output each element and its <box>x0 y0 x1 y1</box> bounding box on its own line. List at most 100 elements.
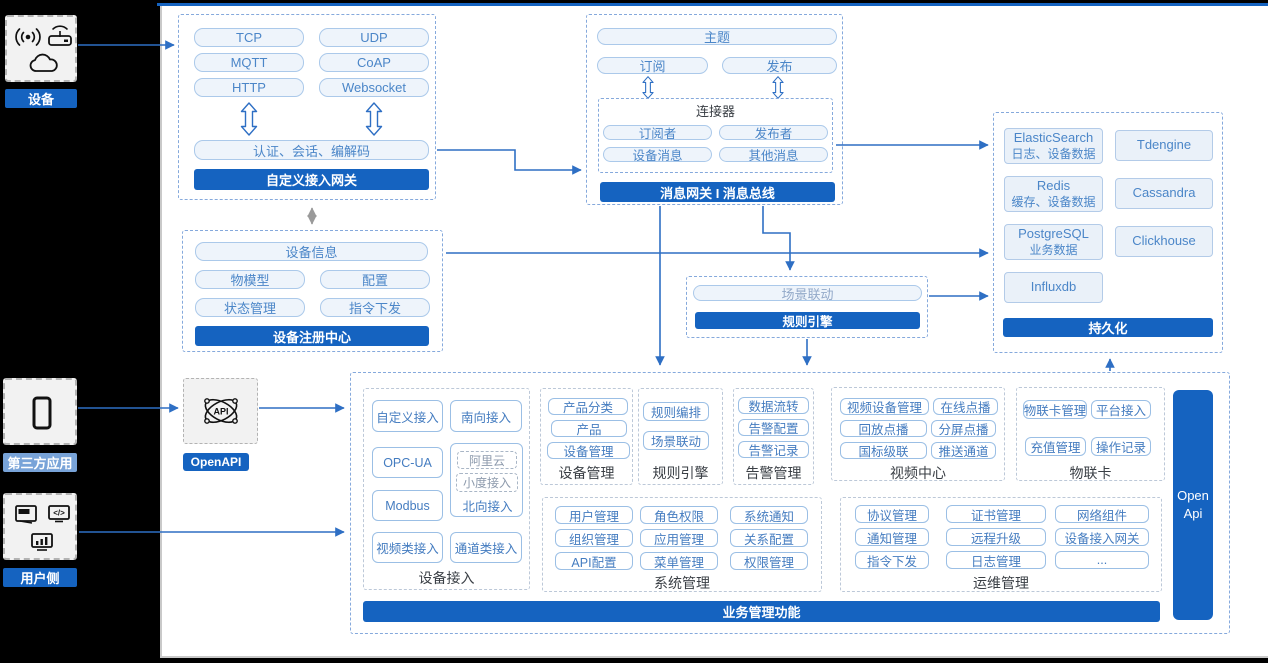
openapi-icon-box: API <box>183 378 258 444</box>
log-mgmt-chip: 日志管理 <box>946 551 1046 569</box>
user-side-icon-group: </> <box>3 493 77 560</box>
openapi-label: OpenAPI <box>183 453 249 471</box>
playback-chip: 回放点播 <box>840 420 927 437</box>
protocol-chip-mqtt: MQTT <box>194 53 304 72</box>
device-mgmt-chip: 设备管理 <box>547 442 630 459</box>
api-atom-icon: API <box>204 398 238 424</box>
connector-title: 连接器 <box>695 104 735 119</box>
iot-card-mgmt-chip: 物联卡管理 <box>1023 400 1087 419</box>
store-postgresql: PostgreSQL 业务数据 <box>1004 224 1103 260</box>
northbound-access-label: 北向接入 <box>462 500 513 514</box>
business-title-bar: 业务管理功能 <box>363 601 1160 622</box>
store-desc: 缓存、设备数据 <box>1011 194 1096 209</box>
protocol-chip-websocket: Websocket <box>319 78 429 97</box>
device-info-chip: 设备信息 <box>195 242 428 261</box>
config-chip: 配置 <box>320 270 430 289</box>
southbound-access-chip: 南向接入 <box>450 400 522 432</box>
store-clickhouse: Clickhouse <box>1115 226 1213 257</box>
menu-mgmt-chip: 菜单管理 <box>640 552 718 570</box>
api-config-chip: API配置 <box>555 552 633 570</box>
system-mgmt-label: 系统管理 <box>654 575 710 591</box>
code-window-icon: </> <box>48 505 70 523</box>
split-screen-chip: 分屏点播 <box>931 420 996 437</box>
command-dispatch-chip: 指令下发 <box>320 298 430 317</box>
section-rule-engine <box>638 388 723 485</box>
data-flow-chip: 数据流转 <box>738 397 809 414</box>
store-name: PostgreSQL <box>1018 226 1089 242</box>
store-redis: Redis 缓存、设备数据 <box>1004 176 1103 212</box>
store-elasticsearch: ElasticSearch 日志、设备数据 <box>1004 128 1103 164</box>
open-api-vertical-bar: Open Api <box>1173 390 1213 620</box>
store-name: Cassandra <box>1132 185 1196 201</box>
scene-linkage-chip: 场景联动 <box>693 285 922 301</box>
device-icon-group <box>5 15 77 82</box>
top-accent-line <box>157 3 1268 6</box>
device-mgmt-label: 设备管理 <box>558 465 615 481</box>
iot-card-label: 物联卡 <box>1069 465 1112 481</box>
rule-engine-label: 规则引擎 <box>652 465 709 481</box>
live-play-chip: 在线点播 <box>933 398 998 415</box>
store-name: Tdengine <box>1136 137 1192 153</box>
video-device-mgmt-chip: 视频设备管理 <box>840 398 929 415</box>
scene-linkage-chip2: 场景联动 <box>643 431 709 450</box>
thing-model-chip: 物模型 <box>195 270 305 289</box>
section-system-mgmt <box>542 497 822 592</box>
section-device-access <box>363 388 530 590</box>
relation-config-chip: 关系配置 <box>730 529 808 547</box>
rule-engine-title-bar: 规则引擎 <box>695 312 920 329</box>
northbound-group-box: 阿里云 小度接入 北向接入 <box>450 443 523 517</box>
store-name: Clickhouse <box>1132 233 1196 249</box>
cert-mgmt-chip: 证书管理 <box>946 505 1046 523</box>
chart-monitor-icon <box>31 533 53 551</box>
connector-box <box>598 98 833 173</box>
device-side-label: 设备 <box>5 89 77 108</box>
video-access-chip: 视频类接入 <box>372 532 443 563</box>
protocol-chip-coap: CoAP <box>319 53 429 72</box>
product-category-chip: 产品分类 <box>548 398 628 415</box>
section-iot-card <box>1016 387 1165 481</box>
store-desc: 日志、设备数据 <box>1011 146 1096 161</box>
svg-text:</>: </> <box>53 509 65 518</box>
message-gateway-title-bar: 消息网关 I 消息总线 <box>600 182 835 202</box>
video-center-label: 视频中心 <box>890 465 946 481</box>
section-video-center <box>831 387 1005 481</box>
store-tdengine: Tdengine <box>1115 130 1213 161</box>
device-access-gateway-chip: 设备接入网关 <box>1055 528 1149 546</box>
other-message-chip: 其他消息 <box>719 147 828 162</box>
publish-chip: 发布 <box>722 57 837 74</box>
alarm-record-chip: 告警记录 <box>738 441 809 458</box>
store-cassandra: Cassandra <box>1115 178 1213 209</box>
system-notice-chip: 系统通知 <box>730 506 808 524</box>
more-chip: ... <box>1055 551 1149 569</box>
router-icon <box>48 25 72 46</box>
platform-access-chip: 平台接入 <box>1091 400 1151 419</box>
store-name: ElasticSearch <box>1013 130 1094 146</box>
third-party-icon-group <box>3 378 77 445</box>
ops-mgmt-label: 运维管理 <box>973 575 1029 591</box>
org-mgmt-chip: 组织管理 <box>555 529 633 547</box>
channel-access-chip: 通道类接入 <box>450 532 522 563</box>
device-registry-title-bar: 设备注册中心 <box>195 326 429 346</box>
xiaodu-access-chip: 小度接入 <box>456 473 518 492</box>
topic-chip: 主题 <box>597 28 837 45</box>
section-ops-mgmt <box>840 497 1162 592</box>
app-window-icon <box>15 505 37 524</box>
protocol-chip-udp: UDP <box>319 28 429 47</box>
custom-access-chip: 自定义接入 <box>372 400 443 432</box>
custom-gateway-title-bar: 自定义接入网关 <box>194 169 429 190</box>
role-permission-chip: 角色权限 <box>640 506 718 524</box>
store-name: Influxdb <box>1030 279 1077 295</box>
double-arrow-icon <box>240 102 258 136</box>
arrow-message-to-rule <box>762 206 795 271</box>
cloud-icon <box>29 53 58 72</box>
network-component-chip: 网络组件 <box>1055 505 1149 523</box>
aliyun-chip: 阿里云 <box>457 451 517 469</box>
permission-mgmt-chip: 权限管理 <box>730 552 808 570</box>
message-gateway-box <box>586 14 843 205</box>
push-channel-chip: 推送通道 <box>931 442 996 459</box>
rule-orchestration-chip: 规则编排 <box>643 402 709 421</box>
store-influxdb: Influxdb <box>1004 272 1103 303</box>
modbus-chip: Modbus <box>372 490 443 521</box>
status-mgmt-chip: 状态管理 <box>195 298 305 317</box>
